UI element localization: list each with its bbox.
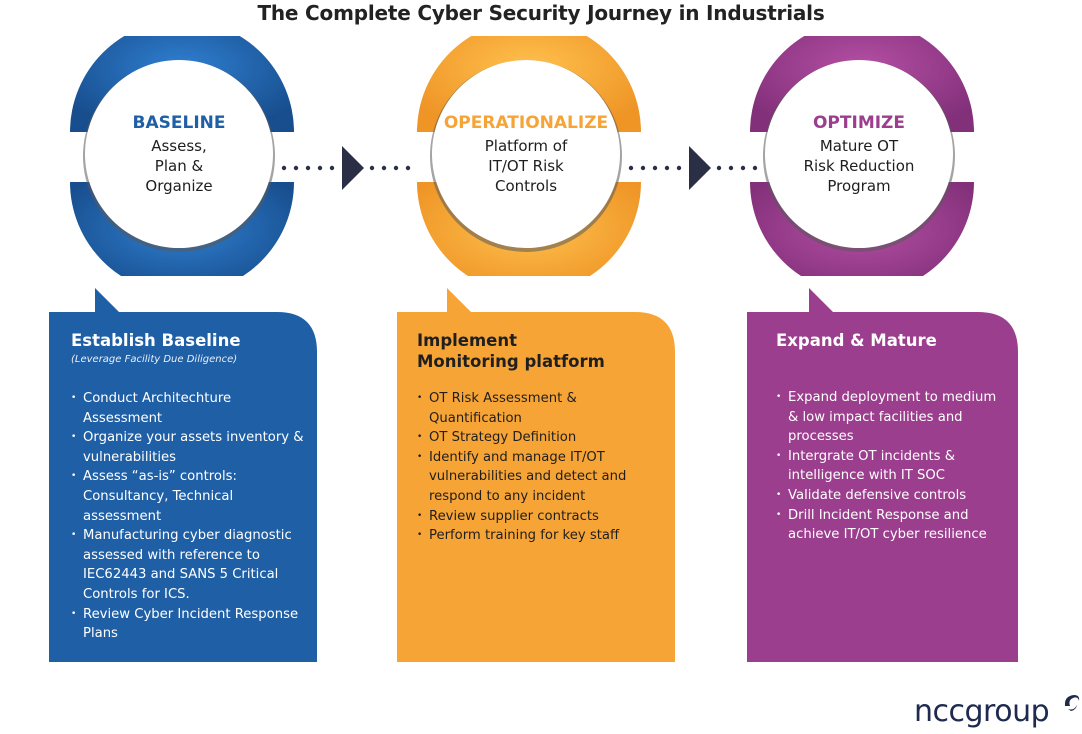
operationalize-card-title: Implement Monitoring platform: [417, 330, 605, 372]
diagram-title: The Complete Cyber Security Journey in I…: [257, 1, 825, 25]
optimize-line-2: Risk Reduction: [803, 157, 915, 175]
list-item: Intergrate OT incidents & intelligence w…: [776, 447, 1008, 486]
optimize-bullet-list: Expand deployment to medium & low impact…: [776, 388, 1008, 545]
optimize-ring-icon: [750, 36, 974, 276]
ncc-swirl-icon: [1064, 695, 1080, 711]
baseline-line-3: Organize: [145, 177, 213, 195]
optimize-heading: OPTIMIZE: [812, 113, 905, 133]
baseline-card-title: Establish Baseline: [71, 331, 241, 350]
list-item: Review supplier contracts: [417, 507, 664, 527]
list-item: Manufacturing cyber diagnostic assessed …: [71, 526, 313, 604]
optimize-card-title: Expand & Mature: [776, 331, 937, 350]
list-item: Identify and manage IT/OT vulnerabilitie…: [417, 448, 664, 507]
list-item: Organize your assets inventory & vulnera…: [71, 428, 313, 467]
optimize-circle: OPTIMIZE Mature OT Risk Reduction Progra…: [742, 36, 982, 276]
baseline-heading: BASELINE: [132, 113, 226, 133]
list-item: Expand deployment to medium & low impact…: [776, 388, 1008, 447]
operationalize-line-1: Platform of: [484, 137, 568, 155]
baseline-card-subtitle: (Leverage Facility Due Diligence): [71, 354, 238, 365]
list-item: Conduct Architechture Assessment: [71, 389, 313, 428]
connector-2-arrow-icon: [628, 146, 758, 190]
baseline-line-2: Plan &: [154, 157, 204, 175]
baseline-line-1: Assess,: [151, 137, 207, 155]
list-item: OT Strategy Definition: [417, 428, 664, 448]
list-item: Drill Incident Response and achieve IT/O…: [776, 506, 1008, 545]
operationalize-line-2: IT/OT Risk: [488, 157, 564, 175]
baseline-circle: BASELINE Assess, Plan & Organize: [62, 36, 302, 276]
optimize-line-1: Mature OT: [819, 137, 899, 155]
optimize-card: Expand & Mature Expand deployment to med…: [747, 288, 1018, 662]
list-item: Perform training for key staff: [417, 526, 664, 546]
optimize-label: OPTIMIZE Mature OT Risk Reduction Progra…: [765, 60, 953, 248]
operationalize-line-3: Controls: [494, 177, 558, 195]
connector-1-arrow-icon: [281, 146, 411, 190]
optimize-line-3: Program: [827, 177, 891, 195]
operationalize-heading: OPERATIONALIZE: [443, 113, 609, 133]
baseline-label: BASELINE Assess, Plan & Organize: [85, 60, 273, 248]
baseline-card: Establish Baseline (Leverage Facility Du…: [49, 288, 317, 662]
baseline-bullet-list: Conduct Architechture Assessment Organiz…: [71, 389, 313, 644]
baseline-ring-icon: [70, 36, 294, 276]
operationalize-card-title-line-2: Monitoring platform: [417, 352, 605, 371]
operationalize-card-title-line-1: Implement: [417, 331, 518, 350]
operationalize-label: OPERATIONALIZE Platform of IT/OT Risk Co…: [432, 60, 620, 248]
list-item: Assess “as-is” controls: Consultancy, Te…: [71, 467, 313, 526]
operationalize-circle: OPERATIONALIZE Platform of IT/OT Risk Co…: [409, 36, 649, 276]
list-item: Validate defensive controls: [776, 486, 1008, 506]
list-item: Review Cyber Incident Response Plans: [71, 605, 313, 644]
operationalize-bullet-list: OT Risk Assessment & Quantification OT S…: [417, 389, 664, 546]
list-item: OT Risk Assessment & Quantification: [417, 389, 664, 428]
operationalize-ring-icon: [417, 36, 641, 276]
nccgroup-logo: nccgroup: [914, 694, 1050, 729]
operationalize-card: Implement Monitoring platform OT Risk As…: [397, 288, 675, 662]
